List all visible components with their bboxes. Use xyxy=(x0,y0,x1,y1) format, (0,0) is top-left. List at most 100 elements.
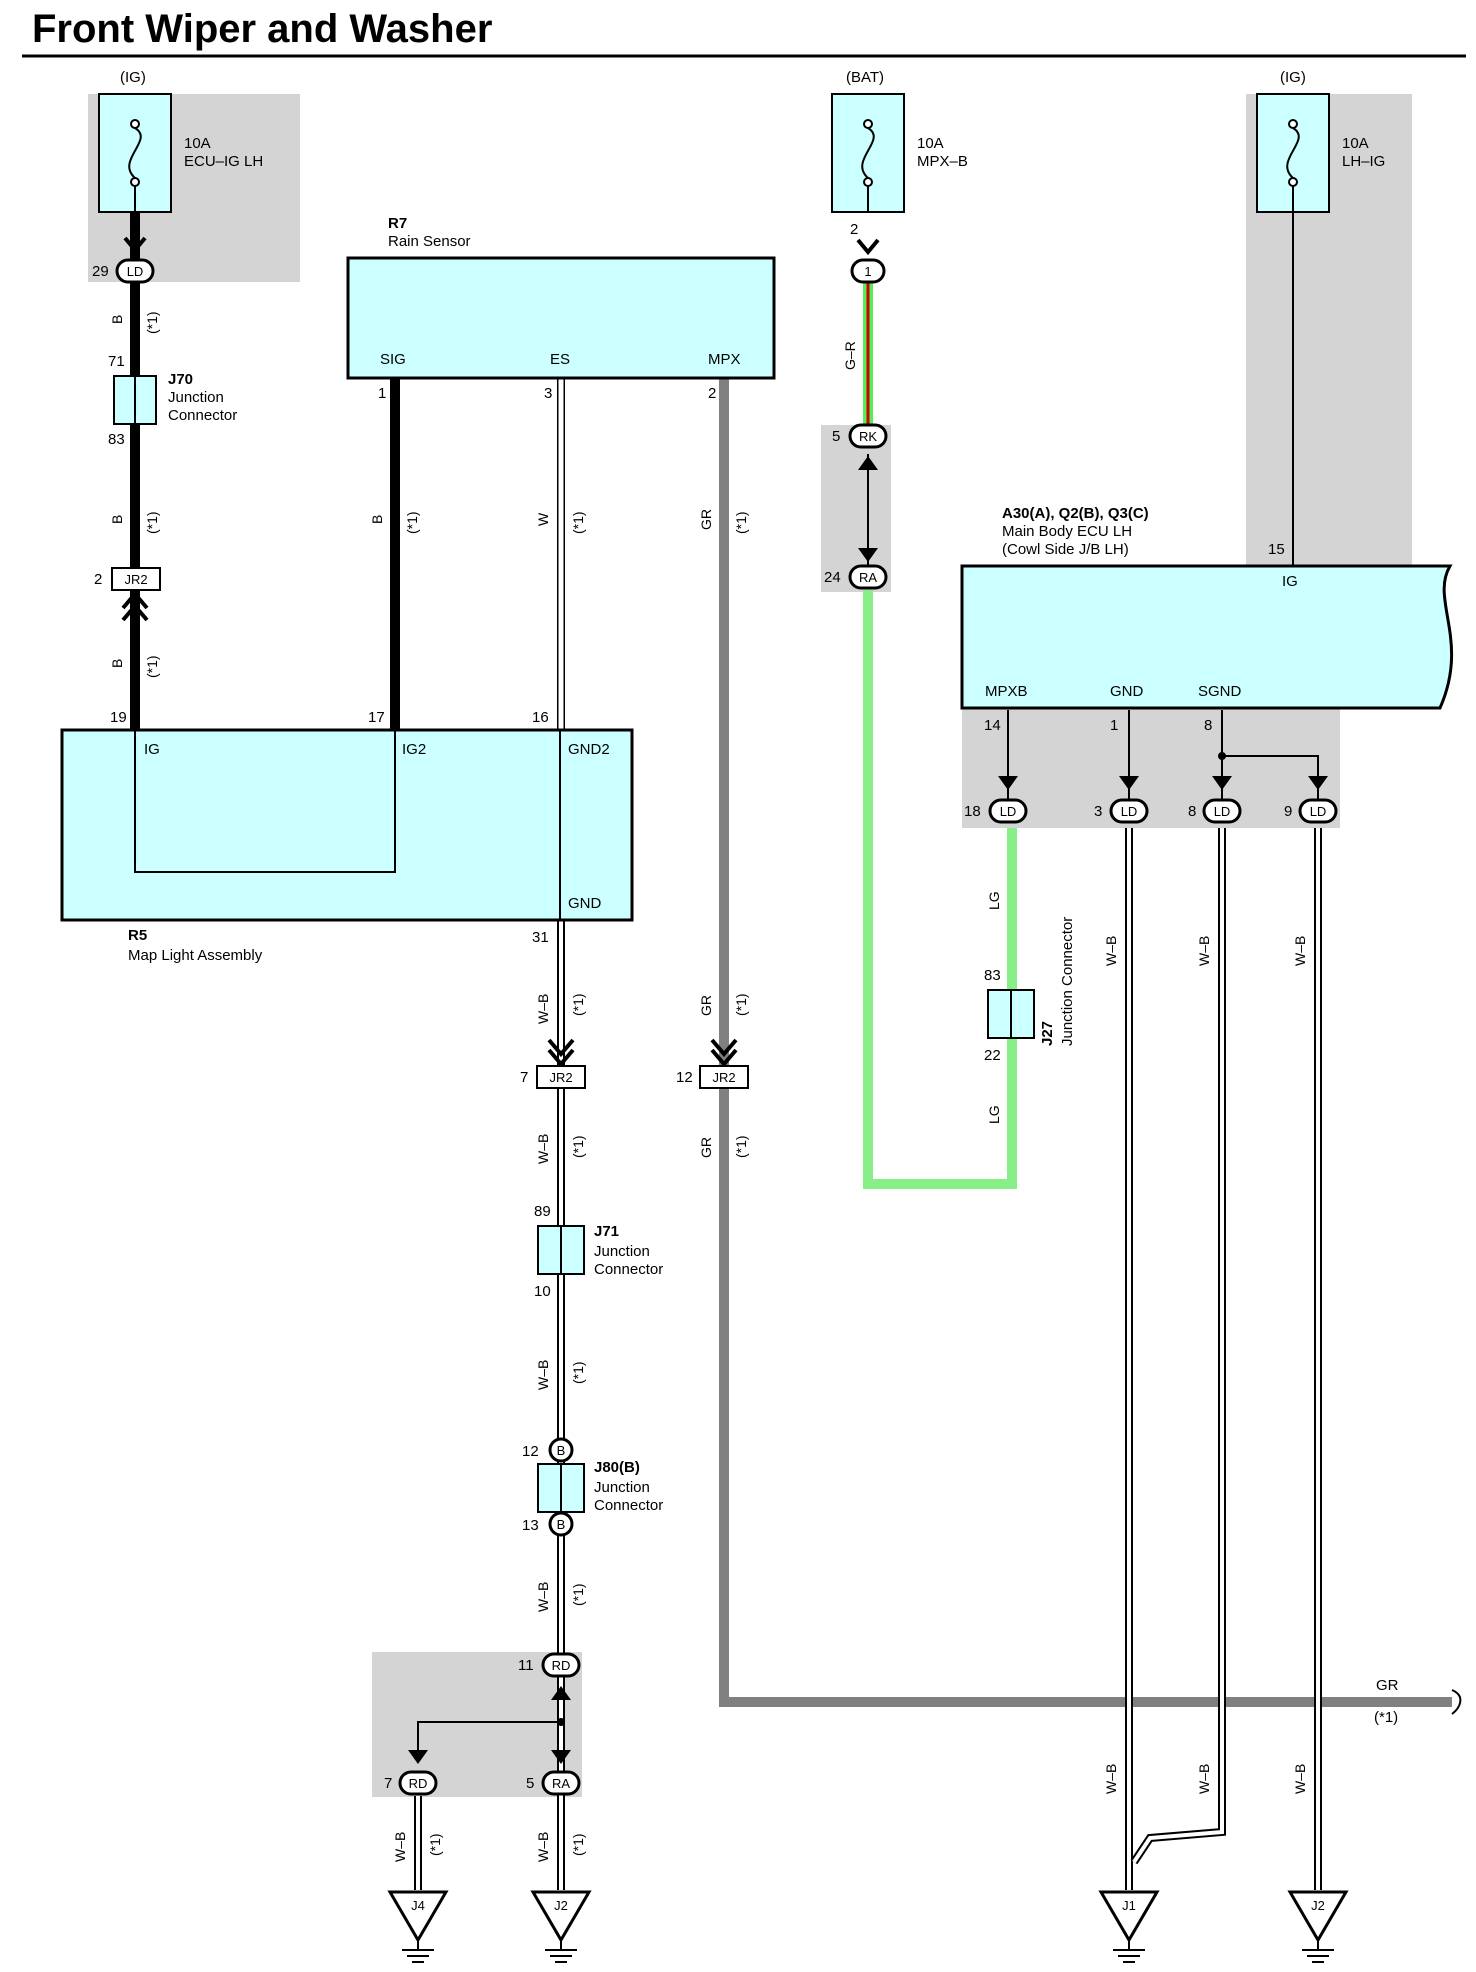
pins-p12-label: 12 xyxy=(676,1069,693,1086)
connector-codes-b-label: B xyxy=(557,1443,566,1458)
connector-jr2-7: JR2 7 xyxy=(520,1038,586,1089)
junctions-j27-line1-label: Junction Connector xyxy=(1059,917,1076,1046)
wire-colors-lg-label: LG xyxy=(986,891,1002,910)
pins-p12-label: 12 xyxy=(522,1443,539,1460)
pins-p8-label: 8 xyxy=(1188,803,1196,820)
fuse-mpx-b: (BAT) 10A MPX–B xyxy=(831,69,968,213)
wire-colors-wb-label: W–B xyxy=(1103,1764,1119,1794)
note-label: (*1) xyxy=(404,511,420,534)
connector-codes-ld-label: LD xyxy=(1000,804,1017,819)
wire-colors-wb-label: W–B xyxy=(1292,1764,1308,1794)
wire-colors-wb-label: W–B xyxy=(535,1360,551,1390)
connector-ld-9: LD 9 xyxy=(1284,776,1338,824)
wire-colors-b-label: B xyxy=(109,659,125,668)
junctions-j80-code-label: J80(B) xyxy=(594,1459,640,1476)
map-light-box xyxy=(60,728,634,922)
wire-colors-wb-label: W–B xyxy=(1196,936,1212,966)
ecu-code: A30(A), Q2(B), Q3(C) xyxy=(1002,505,1149,522)
pin-17: 17 xyxy=(368,709,385,726)
ground-j1: J1 xyxy=(1098,1890,1160,1963)
connector-codes-b-label: B xyxy=(557,1517,566,1532)
connector-codes-ld-label: LD xyxy=(1214,804,1231,819)
note-label: (*1) xyxy=(570,1135,586,1158)
wire-colors-wb-label: W–B xyxy=(535,1582,551,1612)
pin-14: 14 xyxy=(984,717,1001,734)
pin-31: 31 xyxy=(532,929,549,946)
junctions-j80-line2-label: Connector xyxy=(594,1497,663,1514)
junctions-j70-code-label: J70 xyxy=(168,371,193,388)
connector-codes-jr2-label: JR2 xyxy=(712,1070,735,1085)
wire-colors-b-label: B xyxy=(109,515,125,524)
ground-j4: J4 xyxy=(387,1890,449,1963)
note-label: (*1) xyxy=(733,511,749,534)
grounds-j4-label: J4 xyxy=(411,1898,425,1913)
note-label: (*1) xyxy=(570,1833,586,1856)
grounds-j1-label: J1 xyxy=(1122,1898,1136,1913)
note-label: (*1) xyxy=(733,993,749,1016)
junctions-j71-code-label: J71 xyxy=(594,1223,619,1240)
map-light-ig2: IG2 xyxy=(402,741,426,758)
pin-15: 15 xyxy=(1268,541,1285,558)
ground-symbols: J4 J2 J1 J2 xyxy=(387,1890,1349,1963)
note-label: (*1) xyxy=(144,311,160,334)
wire-colors-b-label: B xyxy=(369,515,385,524)
map-light-gnd2: GND2 xyxy=(568,741,610,758)
pins-p7-label: 7 xyxy=(384,1775,392,1792)
junctions-j71-line2-label: Connector xyxy=(594,1261,663,1278)
fuse-left-rating: 10A xyxy=(184,135,211,152)
junction-j71: 89 10 J71 Junction Connector xyxy=(534,1203,663,1300)
fuse-mid-supply: (BAT) xyxy=(846,69,884,86)
note-label: (*1) xyxy=(1374,1709,1398,1726)
junction-connectors: 71 83 J70 Junction Connector 89 10 J71 J… xyxy=(108,353,1076,1514)
pins-p2-label: 2 xyxy=(850,221,858,238)
ecu-gnd: GND xyxy=(1110,683,1144,700)
connector-codes-ra-label: RA xyxy=(859,570,877,585)
grounds-j2-label: J2 xyxy=(554,1898,568,1913)
pin-19: 19 xyxy=(110,709,127,726)
pins-p13-label: 13 xyxy=(522,1517,539,1534)
fuse-mid-rating: 10A xyxy=(917,135,944,152)
ecu-sgnd: SGND xyxy=(1198,683,1242,700)
pins-p11-label: 11 xyxy=(518,1657,534,1674)
connector-codes-ld-label: LD xyxy=(1310,804,1327,819)
rain-sensor-mpx: MPX xyxy=(708,351,741,368)
fuse-left-name: ECU–IG LH xyxy=(184,153,263,170)
pin-2-mpx: 2 xyxy=(708,385,716,402)
ecu-name: Main Body ECU LH xyxy=(1002,523,1132,540)
wire-colors-gr-r-label: G–R xyxy=(842,341,858,370)
connector-codes-ra-label: RA xyxy=(552,1776,570,1791)
pins-p7-label: 7 xyxy=(520,1069,528,1086)
junction-j80: J80(B) Junction Connector xyxy=(537,1459,663,1514)
note-label: (*1) xyxy=(427,1833,443,1856)
pin-1: 1 xyxy=(378,385,386,402)
connector-rd-7: RD 7 xyxy=(384,1750,438,1796)
connector-ld-3: LD 3 xyxy=(1094,776,1149,824)
note-label: (*1) xyxy=(144,511,160,534)
connector-jr2-12: JR2 12 xyxy=(676,1038,749,1089)
ecu-ig: IG xyxy=(1282,573,1298,590)
wire-colors-wb-label: W–B xyxy=(535,1134,551,1164)
fuse-left-supply: (IG) xyxy=(120,69,146,86)
junctions-j70-line1-label: Junction xyxy=(168,389,224,406)
page-title: Front Wiper and Washer xyxy=(32,7,492,51)
rain-sensor-name: Rain Sensor xyxy=(388,233,471,250)
connector-codes-jr2-label: JR2 xyxy=(549,1070,572,1085)
wire-colors-gr-label: GR xyxy=(698,995,714,1016)
pins-p18-label: 18 xyxy=(964,803,981,820)
connector-codes-rd-label: RD xyxy=(552,1658,571,1673)
ecu-box xyxy=(960,564,1454,710)
pins-p9-label: 9 xyxy=(1284,803,1292,820)
connector-codes-ld-label: LD xyxy=(1121,804,1138,819)
connector-ra-5: RA 5 xyxy=(526,1750,581,1796)
connector-codes-rd-label: RD xyxy=(409,1776,428,1791)
connector-b-12: B 12 xyxy=(522,1437,574,1463)
ground-j2-right: J2 xyxy=(1287,1890,1349,1963)
fuse-right-name: LH–IG xyxy=(1342,153,1385,170)
wire-gr-mpx xyxy=(719,378,1452,1707)
wire-colors-wb-label: W–B xyxy=(1292,936,1308,966)
pins-p29-label: 29 xyxy=(92,263,109,280)
rain-sensor-es: ES xyxy=(550,351,570,368)
wire-colors-b-label: B xyxy=(109,315,125,324)
note-label: (*1) xyxy=(144,655,160,678)
wire-gr-continue xyxy=(1451,1689,1462,1715)
